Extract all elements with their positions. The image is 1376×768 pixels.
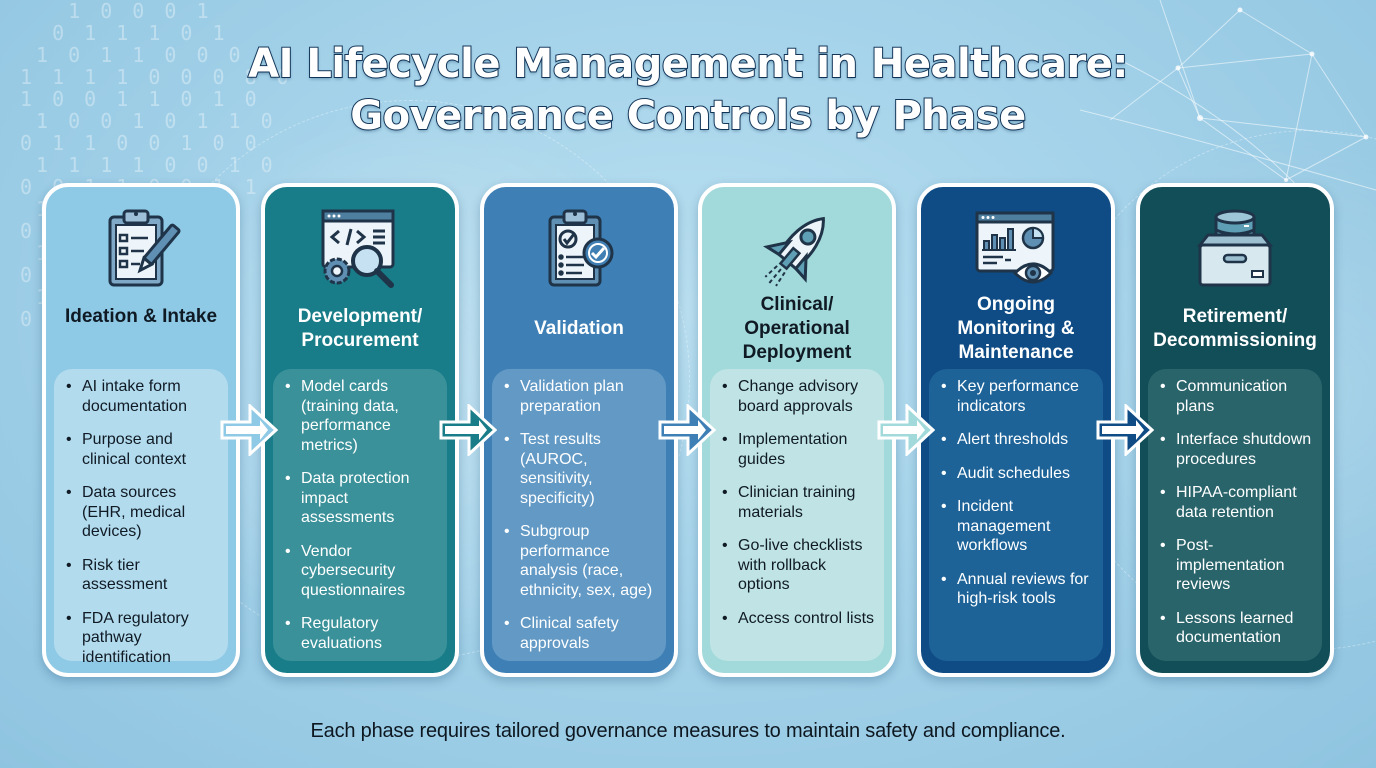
list-item: AI intake form documentation	[66, 377, 222, 416]
list-item: Post-implementation reviews	[1160, 536, 1316, 595]
list-item: Change advisory board approvals	[722, 377, 878, 416]
list-item: Key performance indicators	[941, 377, 1097, 416]
list-item: Implementation guides	[722, 430, 878, 469]
list-item: Model cards (training data, performance …	[285, 377, 441, 455]
list-item: FDA regulatory pathway identification	[66, 609, 222, 668]
arrow-right-icon	[439, 404, 497, 456]
list-item: Purpose and clinical context	[66, 430, 222, 469]
arrow-right-icon	[658, 404, 716, 456]
phase-title: Validation	[534, 318, 624, 339]
list-item: Go-live checklists with rollback options	[722, 536, 878, 595]
list-item: Interface shutdown procedures	[1160, 430, 1316, 469]
list-item: Alert thresholds	[941, 430, 1097, 450]
phase-card-ongoing-monitoring-maintenance: Ongoing Monitoring & Maintenance Key per…	[917, 183, 1115, 677]
arrow-right-icon	[1096, 404, 1154, 456]
phase-title: Clinical/ Operational Deployment	[742, 294, 852, 363]
list-item: Risk tier assessment	[66, 556, 222, 595]
phase-card-clinical-operational-deployment: Clinical/ Operational Deployment Change …	[698, 183, 896, 677]
list-item: Subgroup performance analysis (race, eth…	[504, 522, 660, 600]
list-item: Annual reviews for high-risk tools	[941, 570, 1097, 609]
list-item: Communication plans	[1160, 377, 1316, 416]
database-archive-box-icon	[1190, 205, 1280, 295]
list-item: Incident management workflows	[941, 497, 1097, 556]
phase-card-ideation-intake: Ideation & Intake AI intake form documen…	[42, 183, 240, 677]
controls-list: Communication plans Interface shutdown p…	[1160, 377, 1316, 648]
list-item: HIPAA-compliant data retention	[1160, 483, 1316, 522]
list-item: Access control lists	[722, 609, 878, 629]
controls-list: Validation plan preparation Test results…	[504, 377, 660, 653]
dashboard-eye-icon	[971, 205, 1061, 295]
list-item: Regulatory evaluations	[285, 614, 441, 653]
code-window-gear-magnifier-icon	[315, 205, 405, 295]
list-item: Data protection impact assessments	[285, 469, 441, 528]
phase-title: Retirement/ Decommissioning	[1153, 306, 1317, 351]
clipboard-check-icon	[534, 205, 624, 295]
arrow-right-icon	[220, 404, 278, 456]
controls-panel: Key performance indicators Alert thresho…	[929, 369, 1103, 661]
phase-title: Development/ Procurement	[297, 306, 423, 351]
controls-list: Key performance indicators Alert thresho…	[941, 377, 1097, 609]
title-line-1: AI Lifecycle Management in Healthcare:	[247, 40, 1129, 88]
footer-caption: Each phase requires tailored governance …	[310, 720, 1066, 742]
list-item: Vendor cybersecurity questionnaires	[285, 542, 441, 601]
controls-list: Model cards (training data, performance …	[285, 377, 441, 653]
arrow-right-icon	[877, 404, 935, 456]
phase-cards: Ideation & Intake AI intake form documen…	[42, 183, 1334, 677]
phase-card-development-procurement: Development/ Procurement Model cards (tr…	[261, 183, 459, 677]
phase-title: Ideation & Intake	[64, 306, 218, 327]
controls-list: Change advisory board approvals Implemen…	[722, 377, 878, 628]
list-item: Validation plan preparation	[504, 377, 660, 416]
list-item: Data sources (EHR, medical devices)	[66, 483, 222, 542]
list-item: Audit schedules	[941, 464, 1097, 484]
phase-title: Ongoing Monitoring & Maintenance	[957, 294, 1075, 363]
controls-panel: AI intake form documentation Purpose and…	[54, 369, 228, 666]
controls-panel: Communication plans Interface shutdown p…	[1148, 369, 1322, 661]
title-line-2: Governance Controls by Phase	[349, 92, 1027, 140]
clipboard-pencil-icon	[96, 205, 186, 295]
controls-panel: Validation plan preparation Test results…	[492, 369, 666, 661]
controls-list: AI intake form documentation Purpose and…	[66, 377, 222, 667]
rocket-icon	[752, 205, 842, 295]
list-item: Clinical safety approvals	[504, 614, 660, 653]
controls-panel: Change advisory board approvals Implemen…	[710, 369, 884, 661]
phase-card-validation: Validation Validation plan preparation T…	[480, 183, 678, 677]
phase-card-retirement-decommissioning: Retirement/ Decommissioning Communicatio…	[1136, 183, 1334, 677]
list-item: Test results (AUROC, sensitivity, specif…	[504, 430, 660, 508]
controls-panel: Model cards (training data, performance …	[273, 369, 447, 661]
list-item: Clinician training materials	[722, 483, 878, 522]
page-title: AI Lifecycle Management in Healthcare: G…	[0, 38, 1376, 142]
list-item: Lessons learned documentation	[1160, 609, 1316, 648]
